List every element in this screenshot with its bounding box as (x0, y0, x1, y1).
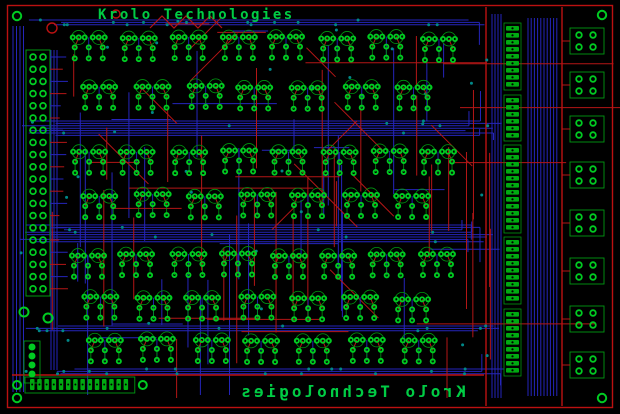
component-cluster (81, 289, 120, 321)
component-cluster (293, 333, 332, 365)
far-right-connectors (562, 27, 605, 379)
bottom-edge-connector (12, 376, 148, 394)
component-cluster (117, 144, 156, 176)
component-cluster (393, 291, 432, 324)
component-cluster (80, 79, 119, 111)
component-cluster (220, 143, 259, 175)
component-cluster (192, 332, 231, 364)
right-connector-column (503, 22, 522, 377)
mounting-holes (11, 9, 608, 404)
component-cluster (70, 144, 109, 176)
component-cluster (134, 290, 173, 322)
bottom-copper-traces (12, 14, 558, 398)
board-outline (6, 4, 614, 409)
component-cluster (69, 30, 108, 62)
component-cluster (367, 29, 406, 61)
vias (19, 18, 490, 376)
component-cluster (242, 333, 281, 365)
component-cluster (319, 248, 358, 280)
component-cluster (133, 79, 172, 111)
component-cluster (419, 144, 458, 176)
component-cluster (137, 331, 176, 363)
component-cluster (169, 29, 208, 62)
component-cluster (342, 187, 381, 219)
component-cluster (133, 186, 172, 219)
component-cluster (399, 332, 438, 365)
component-cluster (238, 289, 277, 321)
component-cluster (68, 248, 107, 280)
component-cluster (235, 80, 274, 112)
component-cluster (117, 246, 156, 279)
component-cluster (341, 289, 380, 322)
component-cluster (288, 80, 327, 112)
component-cluster (269, 248, 308, 280)
component-cluster (85, 332, 124, 365)
power-connector (18, 306, 54, 384)
component-cluster (119, 30, 158, 63)
component-cluster (186, 78, 225, 110)
silkscreen-title-bottom-mirrored: Krolo Technologies (238, 382, 465, 401)
component-cluster (219, 29, 258, 62)
component-cluster (80, 188, 119, 221)
component-cluster (289, 290, 328, 323)
component-cluster (183, 290, 222, 322)
component-cluster (342, 79, 381, 111)
component-cluster (169, 246, 208, 278)
component-cluster (288, 187, 327, 220)
component-cluster (370, 143, 409, 175)
components (68, 29, 458, 365)
silkscreen-title-top: Krolo Technologies (98, 7, 295, 23)
component-cluster (267, 29, 306, 61)
left-edge-connector (25, 49, 68, 297)
component-cluster (417, 246, 456, 279)
component-cluster (394, 79, 433, 112)
component-cluster (347, 332, 386, 364)
component-cluster (320, 144, 359, 177)
component-cluster (170, 144, 209, 177)
component-cluster (367, 246, 406, 279)
component-cluster (218, 246, 257, 278)
component-cluster (269, 144, 308, 176)
component-cluster (185, 188, 224, 221)
component-cluster (393, 188, 432, 221)
component-cluster (238, 187, 277, 219)
component-cluster (419, 31, 458, 64)
component-cluster (318, 31, 357, 63)
